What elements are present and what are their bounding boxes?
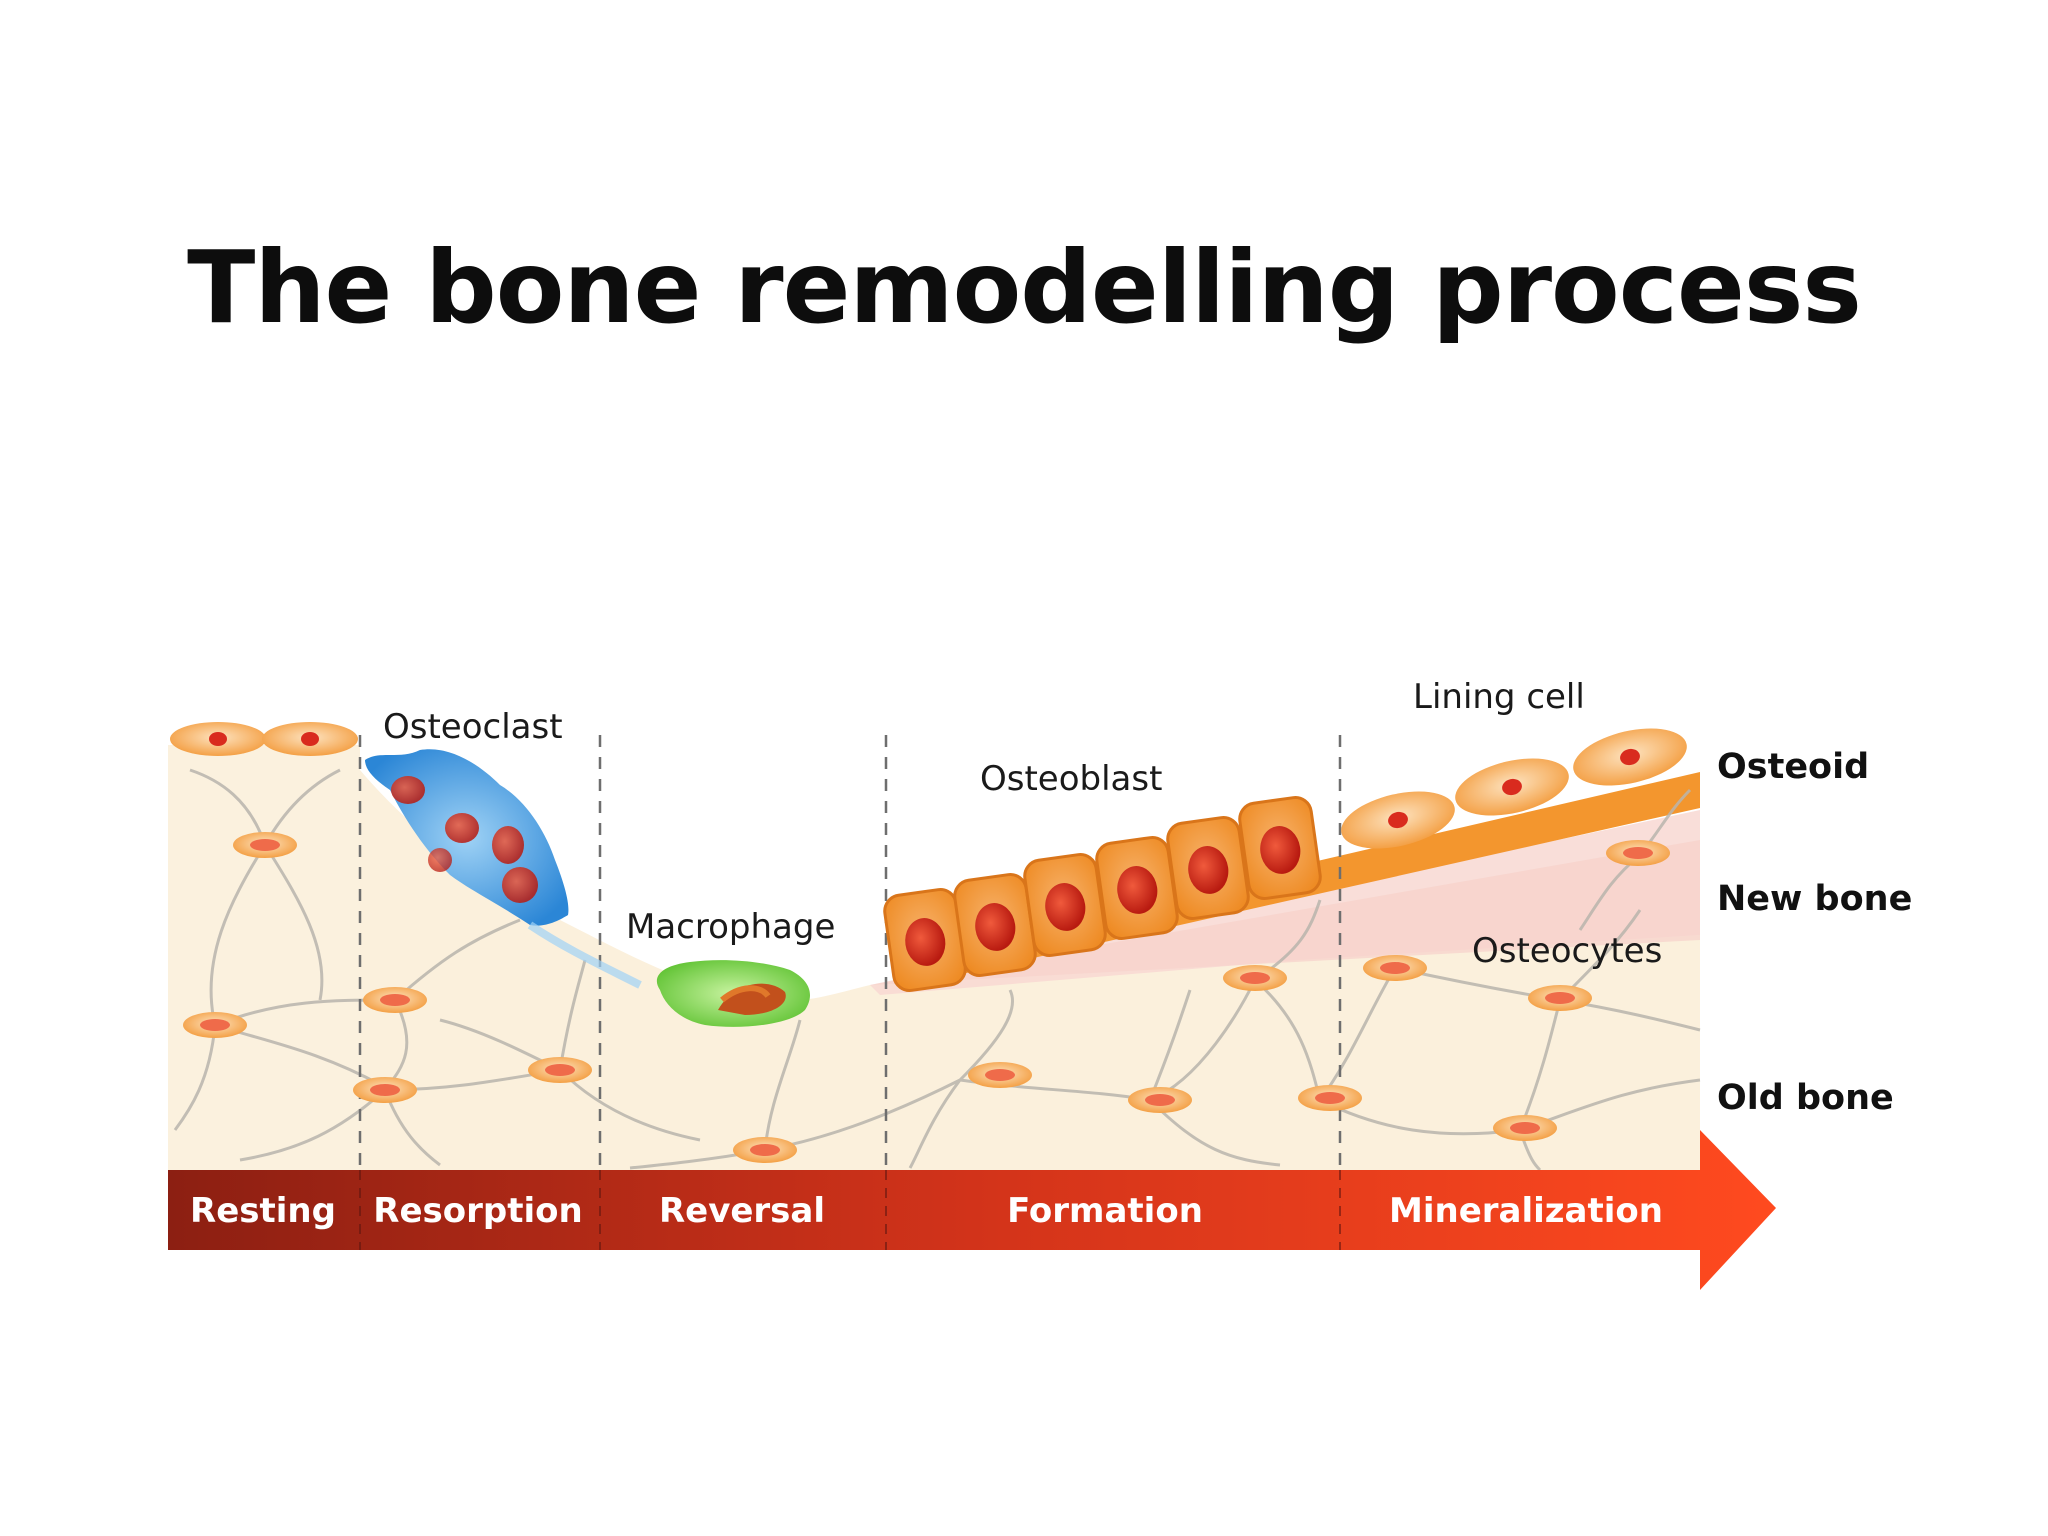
lining-cell-label: Lining cell	[1413, 677, 1585, 717]
phase-resorption-label: Resorption	[373, 1191, 582, 1231]
osteoid-label: Osteoid	[1717, 747, 1869, 787]
lining-cells	[1341, 728, 1687, 849]
osteoblast-cell-4	[1095, 836, 1179, 940]
osteocytes-group	[183, 832, 1670, 1163]
osteoclast-label: Osteoclast	[383, 707, 563, 747]
macrophage-label: Macrophage	[626, 907, 835, 947]
new-bone-label: New bone	[1717, 879, 1912, 919]
phase-reversal-label: Reversal	[659, 1191, 825, 1231]
osteoclast-cell	[365, 749, 642, 989]
osteoblast-label: Osteoblast	[980, 759, 1162, 799]
page-title: The bone remodelling process	[187, 229, 1862, 346]
phase-dividers	[358, 735, 1342, 1250]
old-bone-label: Old bone	[1717, 1078, 1894, 1118]
osteoblast-cells	[883, 796, 1322, 992]
macrophage-cell	[656, 960, 810, 1027]
osteoblast-cell-5	[1166, 816, 1250, 920]
osteocytes-label: Osteocytes	[1472, 931, 1662, 971]
phase-resting-label: Resting	[190, 1191, 336, 1231]
phase-mineralization-label: Mineralization	[1389, 1191, 1663, 1231]
phase-formation-label: Formation	[1007, 1191, 1203, 1231]
osteoblast-cell-2	[953, 873, 1037, 977]
resting-lining-cells	[170, 722, 358, 756]
osteoblast-cell-3	[1023, 853, 1107, 957]
osteoblast-cell-6	[1238, 796, 1322, 900]
osteoblast-cell-1	[883, 888, 967, 992]
phase-arrow	[168, 1130, 1776, 1290]
